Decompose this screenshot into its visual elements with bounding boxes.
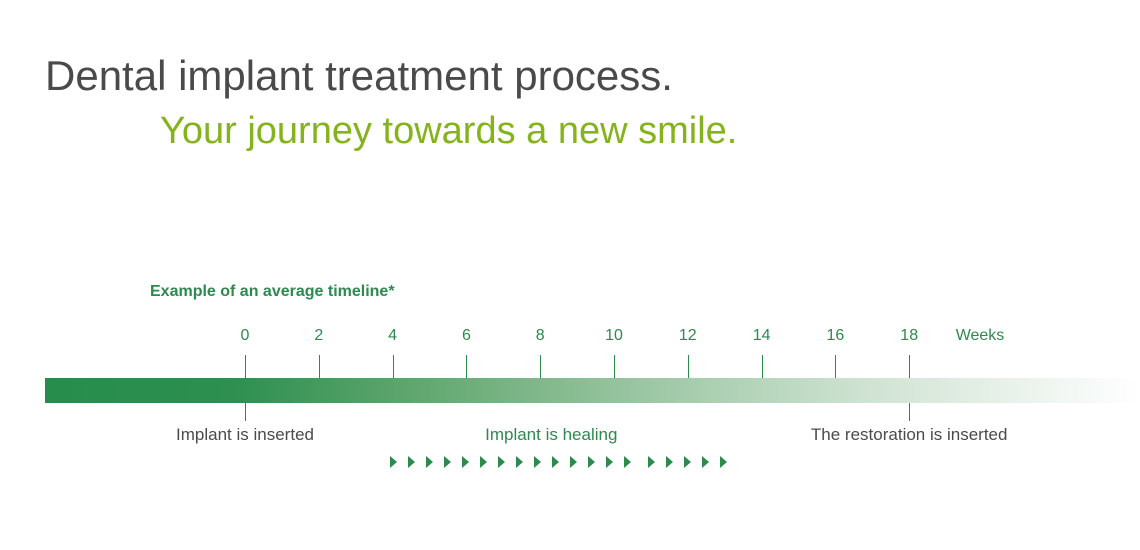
- tick-mark: [392, 355, 394, 378]
- timeline-caption: Example of an average timeline*: [150, 283, 395, 300]
- tick-mark: [909, 355, 911, 378]
- arrow-right-icon: [516, 456, 523, 468]
- tick-mark: [540, 355, 542, 378]
- tick-mark: [614, 355, 615, 378]
- unit-label: Weeks: [955, 327, 1005, 344]
- tick-label: 2: [314, 327, 324, 344]
- tick-mark: [318, 355, 320, 378]
- tick-mark: [466, 355, 468, 378]
- arrow-right-icon: [702, 456, 709, 468]
- tick-label: 10: [605, 327, 623, 344]
- event-label: The restoration is inserted: [810, 425, 1008, 444]
- tick-label: 18: [900, 327, 919, 344]
- arrow-right-icon: [606, 456, 613, 468]
- arrow-right-icon: [684, 456, 691, 468]
- arrow-right-icon: [390, 456, 397, 468]
- arrow-right-icon: [480, 456, 487, 468]
- arrow-right-icon: [624, 456, 631, 468]
- arrow-right-icon: [648, 456, 655, 468]
- tick-label: 6: [461, 327, 471, 344]
- event-label: Implant is healing: [485, 425, 618, 444]
- tick-label: 14: [752, 327, 771, 344]
- tick-mark: [761, 355, 763, 378]
- tick-label: 4: [388, 327, 398, 344]
- event-marker: [909, 403, 911, 421]
- arrow-right-icon: [408, 456, 415, 468]
- tick-label: 0: [240, 327, 250, 344]
- arrow-right-icon: [534, 456, 541, 468]
- arrow-right-icon: [570, 456, 577, 468]
- page-title: Dental implant treatment process.: [45, 52, 673, 99]
- tick-mark: [835, 355, 837, 378]
- tick-mark: [245, 355, 246, 378]
- event-label: Implant is inserted: [176, 425, 314, 444]
- arrow-right-icon: [462, 456, 469, 468]
- timeline-bar: [45, 378, 1140, 403]
- arrow-right-icon: [426, 456, 433, 468]
- arrow-right-icon: [588, 456, 595, 468]
- arrow-right-icon: [498, 456, 505, 468]
- tick-label: 12: [678, 327, 697, 344]
- arrow-right-icon: [666, 456, 673, 468]
- event-marker: [245, 403, 246, 421]
- tick-label: 8: [535, 327, 545, 344]
- tick-mark: [687, 355, 689, 378]
- arrow-right-icon: [552, 456, 559, 468]
- page-subtitle: Your journey towards a new smile.: [160, 110, 738, 152]
- arrow-right-icon: [444, 456, 451, 468]
- arrow-right-icon: [720, 456, 727, 468]
- tick-label: 16: [826, 327, 845, 344]
